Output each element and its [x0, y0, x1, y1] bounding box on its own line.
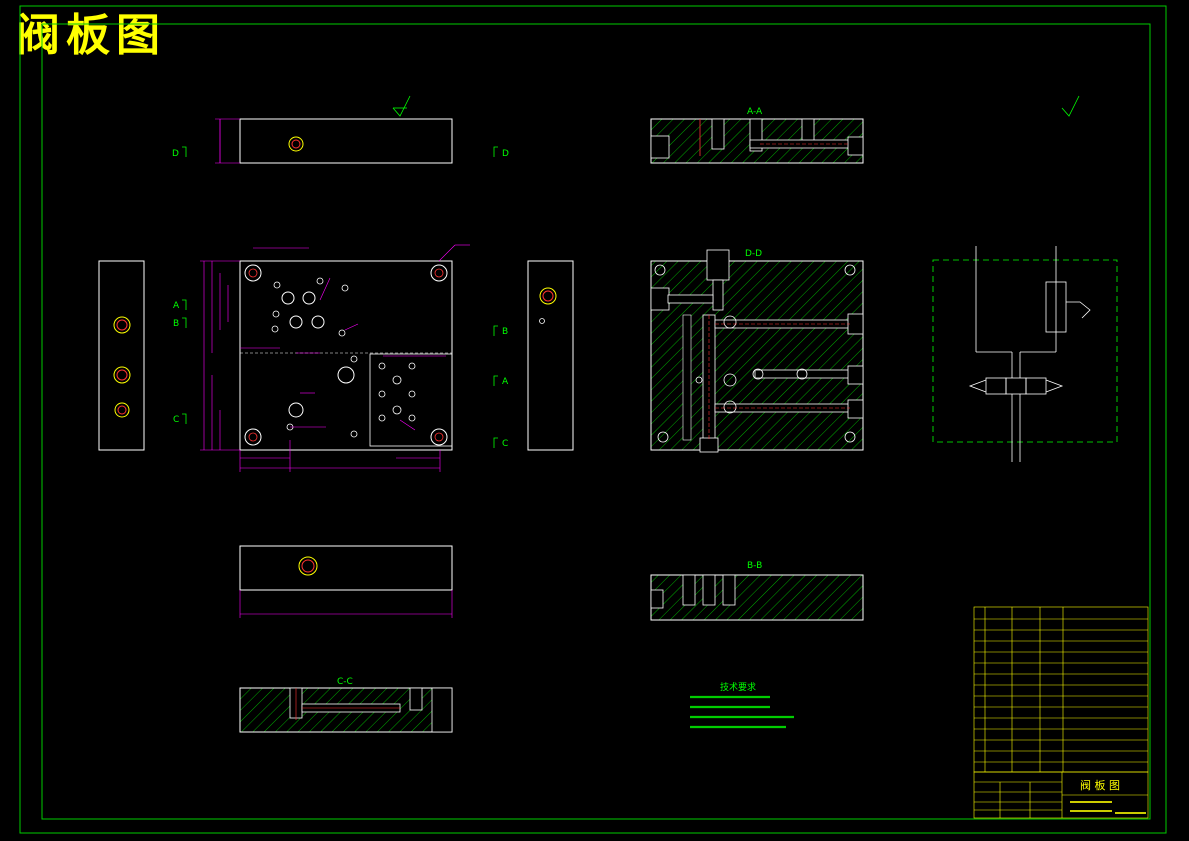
section-a-a — [650, 118, 864, 164]
marker-b-right: B — [502, 327, 508, 337]
marker-d-left: D — [172, 149, 179, 159]
section-label-aa: A-A — [747, 107, 763, 117]
drawing-title: 阀板图 — [16, 10, 166, 61]
outer-frame — [19, 5, 1167, 834]
section-label-dd: D-D — [745, 249, 762, 259]
surface-finish-symbol — [1061, 95, 1080, 117]
section-d-d — [650, 249, 864, 453]
inner-frame — [41, 23, 1151, 820]
section-b-b — [650, 574, 864, 621]
section-label-bb: B-B — [747, 561, 762, 571]
section-c-c — [239, 687, 453, 733]
parts-list-table — [973, 606, 1149, 773]
left-side-view — [98, 260, 145, 451]
tech-requirements-heading: 技术要求 — [720, 681, 756, 693]
marker-c-left: C — [173, 415, 179, 425]
title-block — [973, 771, 1149, 819]
section-label-cc: C-C — [337, 677, 353, 687]
title-block-school-lines — [1070, 801, 1146, 814]
right-side-view — [527, 260, 574, 451]
hydraulic-schematic — [932, 246, 1118, 462]
main-front-view — [200, 244, 470, 472]
bottom-view — [239, 545, 453, 618]
top-view — [215, 95, 453, 164]
marker-a-right: A — [502, 377, 509, 387]
marker-a-left: A — [173, 301, 180, 311]
marker-d-right: D — [502, 149, 509, 159]
marker-c-right: C — [502, 439, 508, 449]
title-block-drawing-name: 阀 板 图 — [1080, 778, 1120, 792]
tech-requirements-lines — [690, 695, 794, 729]
marker-b-left: B — [173, 319, 179, 329]
